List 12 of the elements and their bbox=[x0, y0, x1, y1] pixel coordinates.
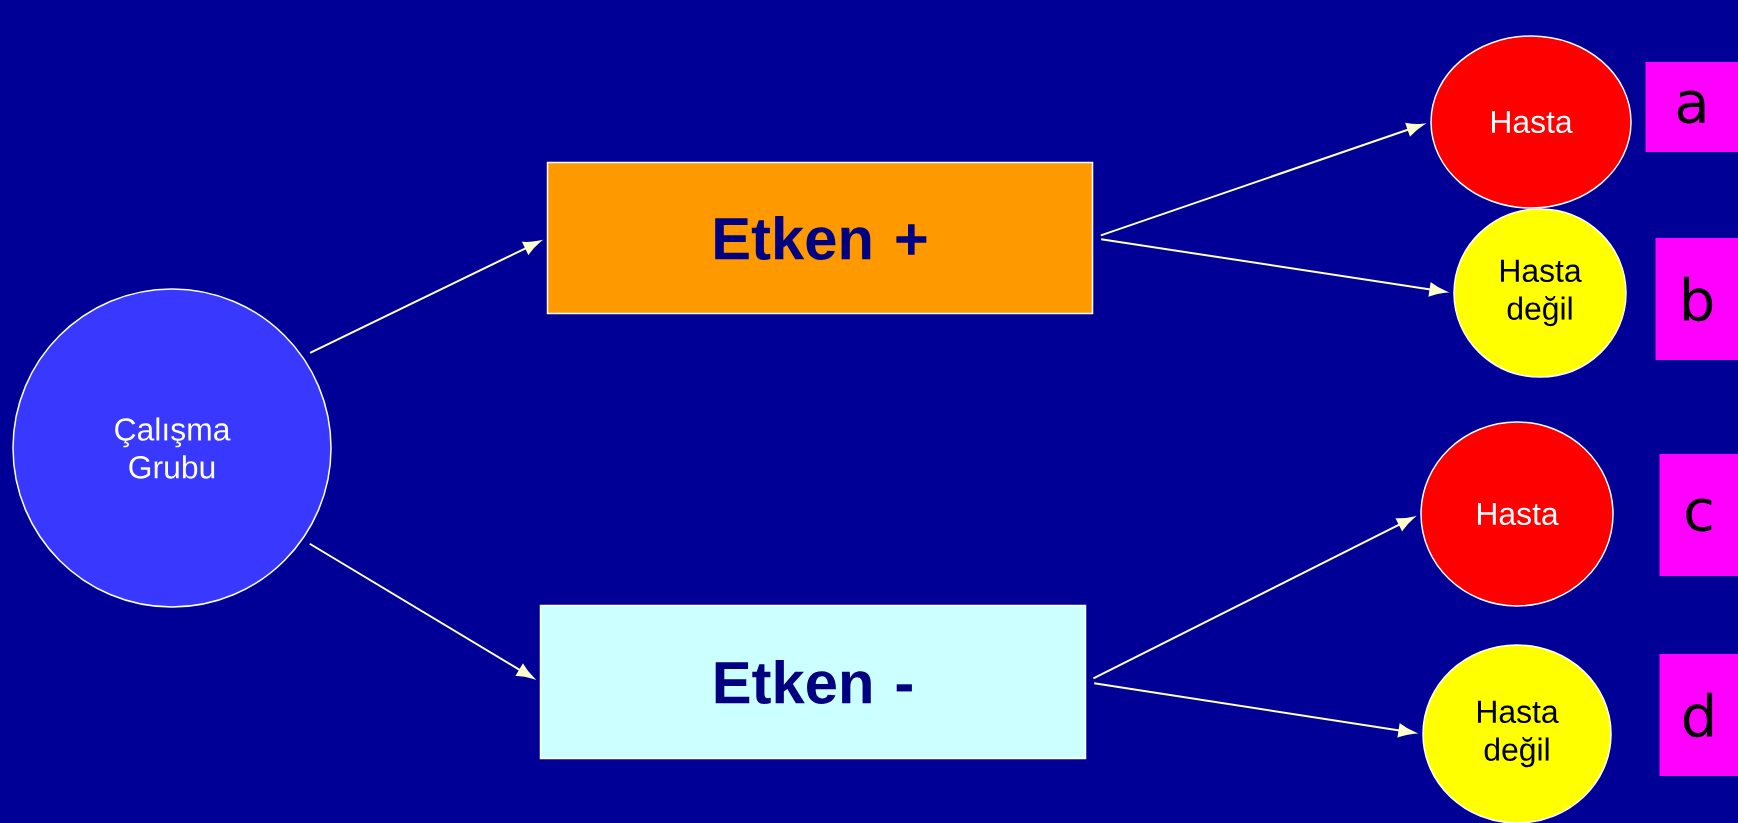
arrow bbox=[309, 240, 541, 354]
letter-box: d bbox=[1659, 654, 1738, 776]
factor-box: Etken + bbox=[546, 161, 1094, 315]
letter-box: a bbox=[1645, 62, 1738, 152]
arrow bbox=[1099, 123, 1424, 237]
arrow bbox=[1093, 682, 1416, 738]
arrow bbox=[308, 542, 534, 679]
factor-box: Etken - bbox=[539, 604, 1087, 760]
letter-box: b bbox=[1655, 238, 1738, 360]
arrow bbox=[1092, 516, 1414, 680]
arrow bbox=[1100, 238, 1447, 297]
letter-box: c bbox=[1659, 454, 1738, 576]
